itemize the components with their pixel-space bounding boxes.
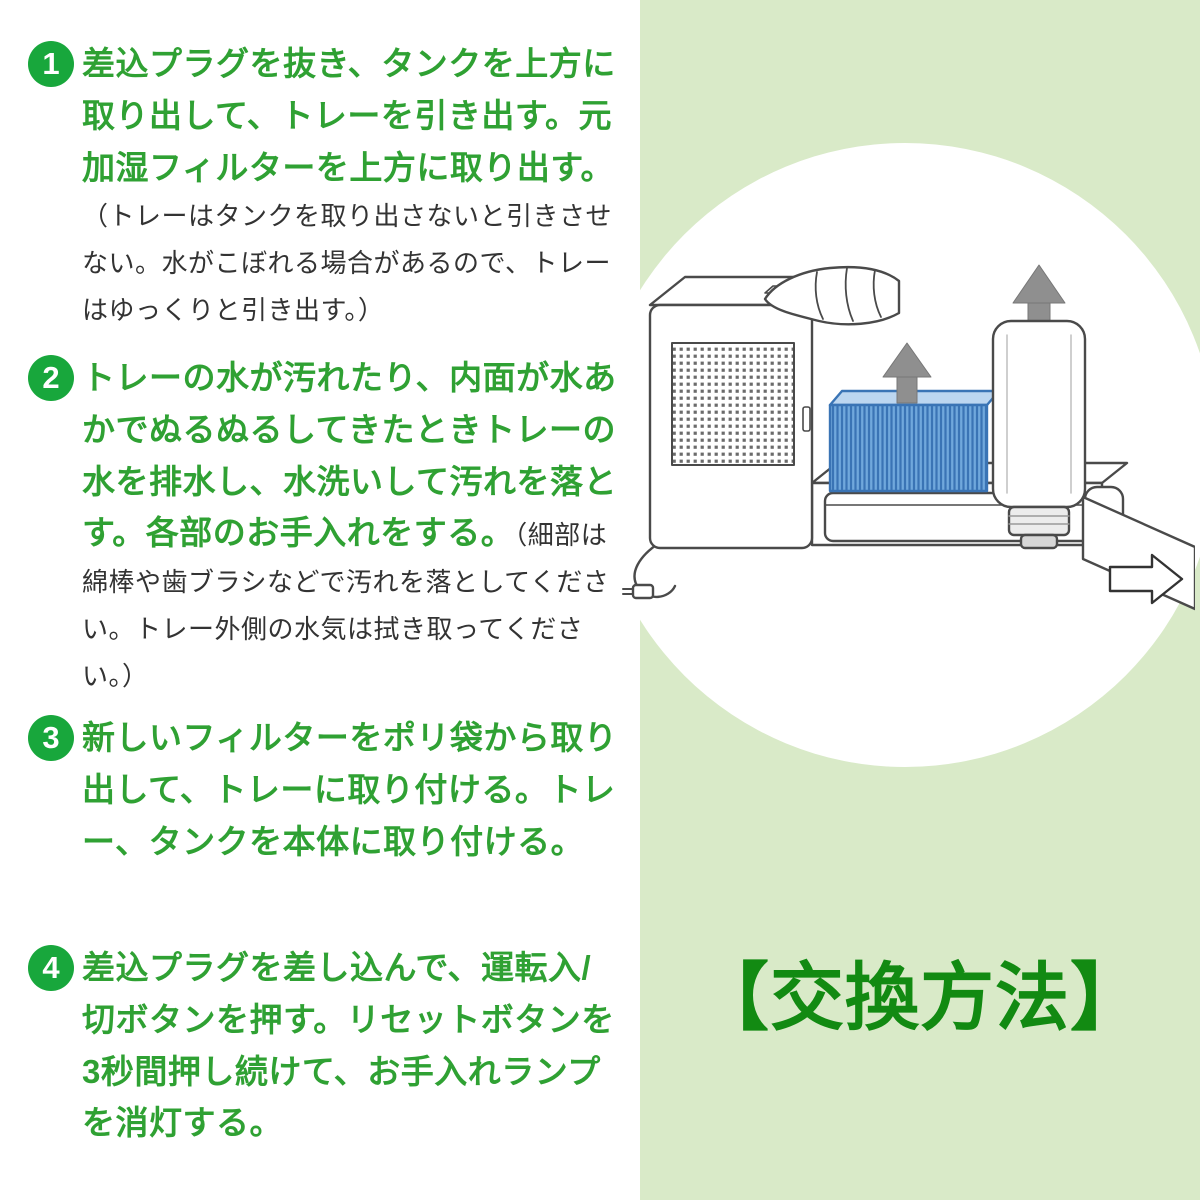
step-1-text: 差込プラグを抜き、タンクを上方に取り出して、トレーを引き出す。元加湿フィルターを…	[82, 45, 616, 186]
humidifier-illustration	[622, 264, 1195, 611]
filter-up-arrow-icon	[882, 342, 932, 404]
step-1-body: 差込プラグを抜き、タンクを上方に取り出して、トレーを引き出す。元加湿フィルターを…	[82, 38, 624, 334]
pull-right-arrow-icon	[1108, 553, 1184, 605]
humidifier-filter	[828, 389, 1001, 493]
water-tank	[991, 319, 1087, 509]
step-2-text: トレーの水が汚れたり、内面が水あかでぬるぬるしてきたときトレーの水を排水し、水洗…	[82, 359, 618, 552]
step-4: 4 差込プラグを差し込んで、運転入/切ボタンを押す。リセットボタンを3秒間押し続…	[28, 942, 624, 1149]
step-4-body: 差込プラグを差し込んで、運転入/切ボタンを押す。リセットボタンを3秒間押し続けて…	[82, 942, 624, 1149]
step-3-body: 新しいフィルターをポリ袋から取り出して、トレーに取り付ける。トレー、タンクを本体…	[82, 712, 624, 867]
step-3-text: 新しいフィルターをポリ袋から取り出して、トレーに取り付ける。トレー、タンクを本体…	[82, 719, 618, 860]
hand	[763, 265, 901, 326]
power-cord	[622, 541, 677, 600]
step-3-number-badge: 3	[28, 715, 74, 761]
step-3: 3 新しいフィルターをポリ袋から取り出して、トレーに取り付ける。トレー、タンクを…	[28, 712, 624, 867]
step-4-text: 差込プラグを差し込んで、運転入/切ボタンを押す。リセットボタンを3秒間押し続けて…	[82, 949, 615, 1142]
step-2-number-badge: 2	[28, 355, 74, 401]
panel-title: 【交換方法】	[695, 956, 1145, 1039]
tank-up-arrow-icon	[1012, 264, 1066, 322]
mesh-panel	[671, 342, 795, 466]
step-2: 2 トレーの水が汚れたり、内面が水あかでぬるぬるしてきたときトレーの水を排水し、…	[28, 352, 624, 700]
step-2-note: （細部は綿棒や歯ブラシなどで汚れを落としてください。トレー外側の水気は拭き取って…	[82, 520, 610, 691]
step-4-number-badge: 4	[28, 945, 74, 991]
step-1-note: （トレーはタンクを取り出さないと引きさせない。水がこぼれる場合があるので、トレー…	[82, 201, 613, 325]
step-1-number-badge: 1	[28, 41, 74, 87]
step-1: 1 差込プラグを抜き、タンクを上方に取り出して、トレーを引き出す。元加湿フィルタ…	[28, 38, 624, 334]
tank-cap	[1007, 505, 1071, 550]
step-2-body: トレーの水が汚れたり、内面が水あかでぬるぬるしてきたときトレーの水を排水し、水洗…	[82, 352, 624, 700]
